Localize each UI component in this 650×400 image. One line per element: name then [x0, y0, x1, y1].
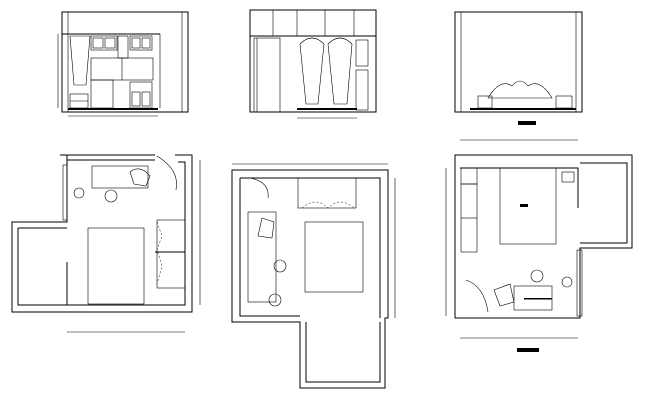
elevation-2 — [249, 9, 377, 119]
plan-1 — [11, 154, 201, 333]
plan-2 — [231, 163, 396, 389]
scale-bar — [518, 121, 536, 125]
upper-cabinets — [90, 35, 153, 59]
elevation-3 — [454, 11, 583, 125]
headboard — [487, 80, 553, 99]
scale-bar — [517, 348, 539, 352]
plan-3 — [445, 139, 633, 352]
ornate-wardrobe-door-right — [327, 37, 353, 105]
ornate-wardrobe-door-left — [299, 37, 325, 105]
elevation-1 — [57, 11, 189, 117]
